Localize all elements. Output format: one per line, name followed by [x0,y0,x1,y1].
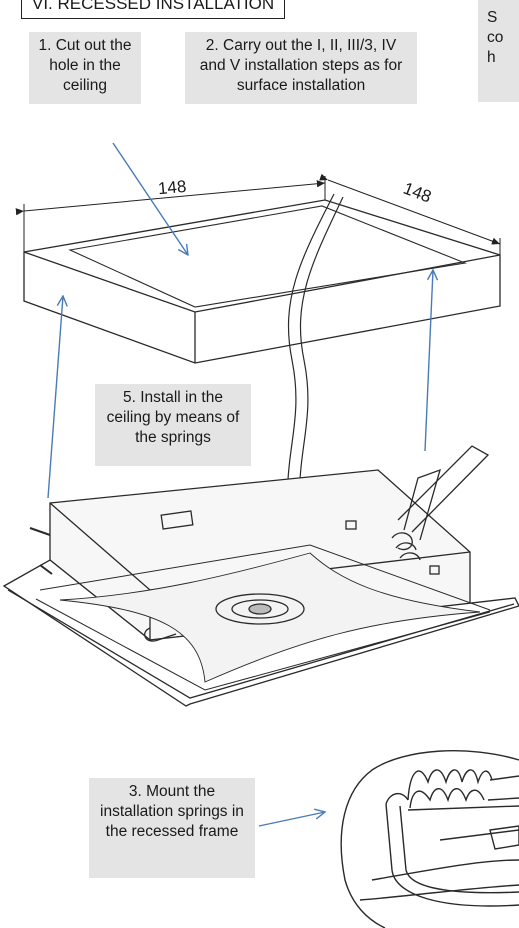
arrow-cut-hole [112,142,188,255]
callout-mount-springs: 3. Mount the installation springs in the… [89,778,255,878]
spring-detail-view [340,750,519,928]
spring-mounted [391,445,490,561]
arrow-right-up [424,270,433,452]
section-title: VI. RECESSED INSTALLATION [21,0,286,19]
power-cable [287,193,344,481]
callout-cut-off: S co h [479,4,519,100]
arrows [47,142,433,827]
callout-carry-out-steps: 2. Carry out the I, II, III/3, IV and V … [185,32,417,104]
dimension-width-label: 148 [157,176,188,199]
callout-install-springs: 5. Install in the ceiling by means of th… [95,384,251,466]
arrow-left-up [47,296,63,499]
arrow-mount-springs [258,812,325,827]
luminaire [2,469,519,707]
ceiling-plate [23,199,501,364]
dimension-lines [15,173,501,255]
callout-cut-hole: 1. Cut out the hole in the ceiling [29,32,141,104]
